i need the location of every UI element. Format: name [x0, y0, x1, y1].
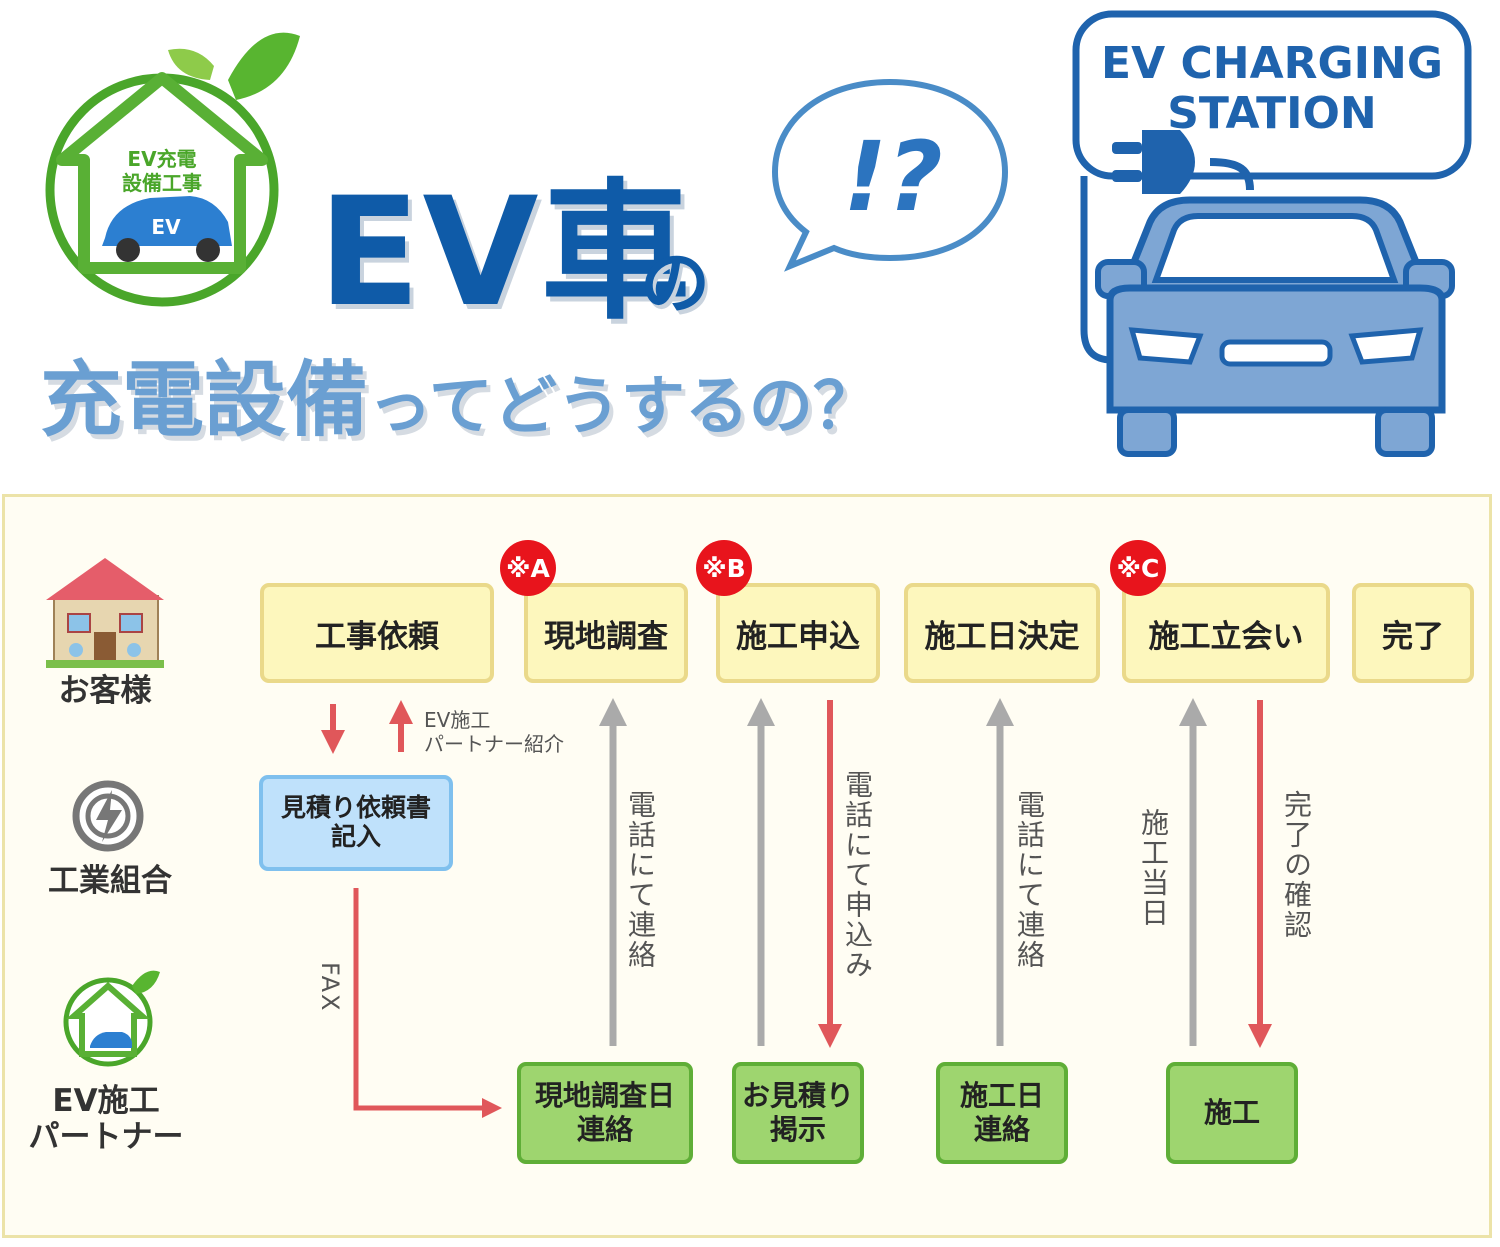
station-text-1: EV CHARGING — [1101, 38, 1443, 89]
label-partner-intro: EV施工 パートナー紹介 — [424, 708, 564, 756]
partner-box-1-line2: 連絡 — [576, 1113, 633, 1146]
station-text-2: STATION — [1167, 88, 1377, 139]
role-customer: お客様 — [58, 673, 152, 709]
logo-text-2: 設備工事 — [122, 171, 202, 195]
exclamation-question: !? — [843, 121, 942, 233]
logo-text-1: EV充電 — [127, 147, 196, 171]
role-union: 工業組合 — [48, 863, 172, 899]
partner-box-2-line1: お見積り — [741, 1079, 854, 1113]
title-subline: 充電設備ってどうするの？ — [40, 360, 877, 442]
union-lightning-icon — [72, 780, 144, 852]
ev-partner-logo-icon — [63, 970, 160, 1067]
label-partner-intro-1: EV施工 — [424, 708, 491, 732]
partner-box-3-line2: 連絡 — [973, 1113, 1030, 1146]
logo-car-text: EV — [151, 215, 181, 239]
marker-a: ※A — [500, 540, 556, 596]
speech-bubble — [771, 78, 1009, 272]
role-partner-line1: EV施工 — [52, 1083, 160, 1119]
partner-box-3-line1: 施工日 — [959, 1079, 1044, 1113]
partner-construction-date: 施工日 連絡 — [936, 1062, 1068, 1164]
title-how-to: ってどうするの？ — [368, 370, 877, 444]
ev-car-front — [1095, 196, 1455, 457]
step-construction-request: 工事依頼 — [260, 583, 494, 683]
partner-box-1-line1: 現地調査日 — [534, 1079, 675, 1113]
ev-logo — [45, 32, 300, 307]
header-illustration: EV充電 設備工事 EV !? EV CHARGING STATION — [45, 10, 1472, 457]
step-construction-application: 施工申込 — [716, 583, 880, 683]
charging-station-sign — [1072, 10, 1472, 364]
title-ev-car: EV車 — [318, 166, 693, 340]
label-partner-intro-2: パートナー紹介 — [424, 732, 564, 756]
partner-estimate: お見積り 掲示 — [732, 1062, 864, 1164]
marker-c: ※C — [1110, 540, 1166, 596]
role-partner: EV施工 パートナー — [26, 1083, 186, 1155]
step-site-survey: 現地調査 — [524, 583, 688, 683]
partner-box-2-line2: 掲示 — [769, 1113, 826, 1146]
partner-construction: 施工 — [1166, 1062, 1298, 1164]
union-estimate-form: 見積り依頼書 記入 — [259, 775, 453, 871]
role-partner-line2: パートナー — [28, 1118, 184, 1155]
house-icon — [46, 558, 164, 668]
step-construction-date: 施工日決定 — [904, 583, 1100, 683]
label-phone-apply: 電話にて申込み — [841, 770, 874, 980]
title-charging-facility: 充電設備 — [40, 353, 369, 448]
label-phone-contact-2: 電話にて連絡 — [1013, 790, 1046, 970]
label-construction-day: 施工当日 — [1137, 808, 1170, 928]
step-complete: 完了 — [1352, 583, 1474, 683]
partner-survey-date: 現地調査日 連絡 — [517, 1062, 693, 1164]
marker-b: ※B — [696, 540, 752, 596]
title-particle: の — [640, 242, 710, 324]
label-fax: FAX — [316, 962, 344, 1013]
label-phone-contact-1: 電話にて連絡 — [624, 790, 657, 970]
step-construction-attendance: 施工立会い — [1122, 583, 1330, 683]
label-completion-check: 完了の確認 — [1280, 790, 1313, 940]
union-box-line2: 記入 — [330, 822, 381, 851]
union-box-line1: 見積り依頼書 — [280, 793, 431, 823]
